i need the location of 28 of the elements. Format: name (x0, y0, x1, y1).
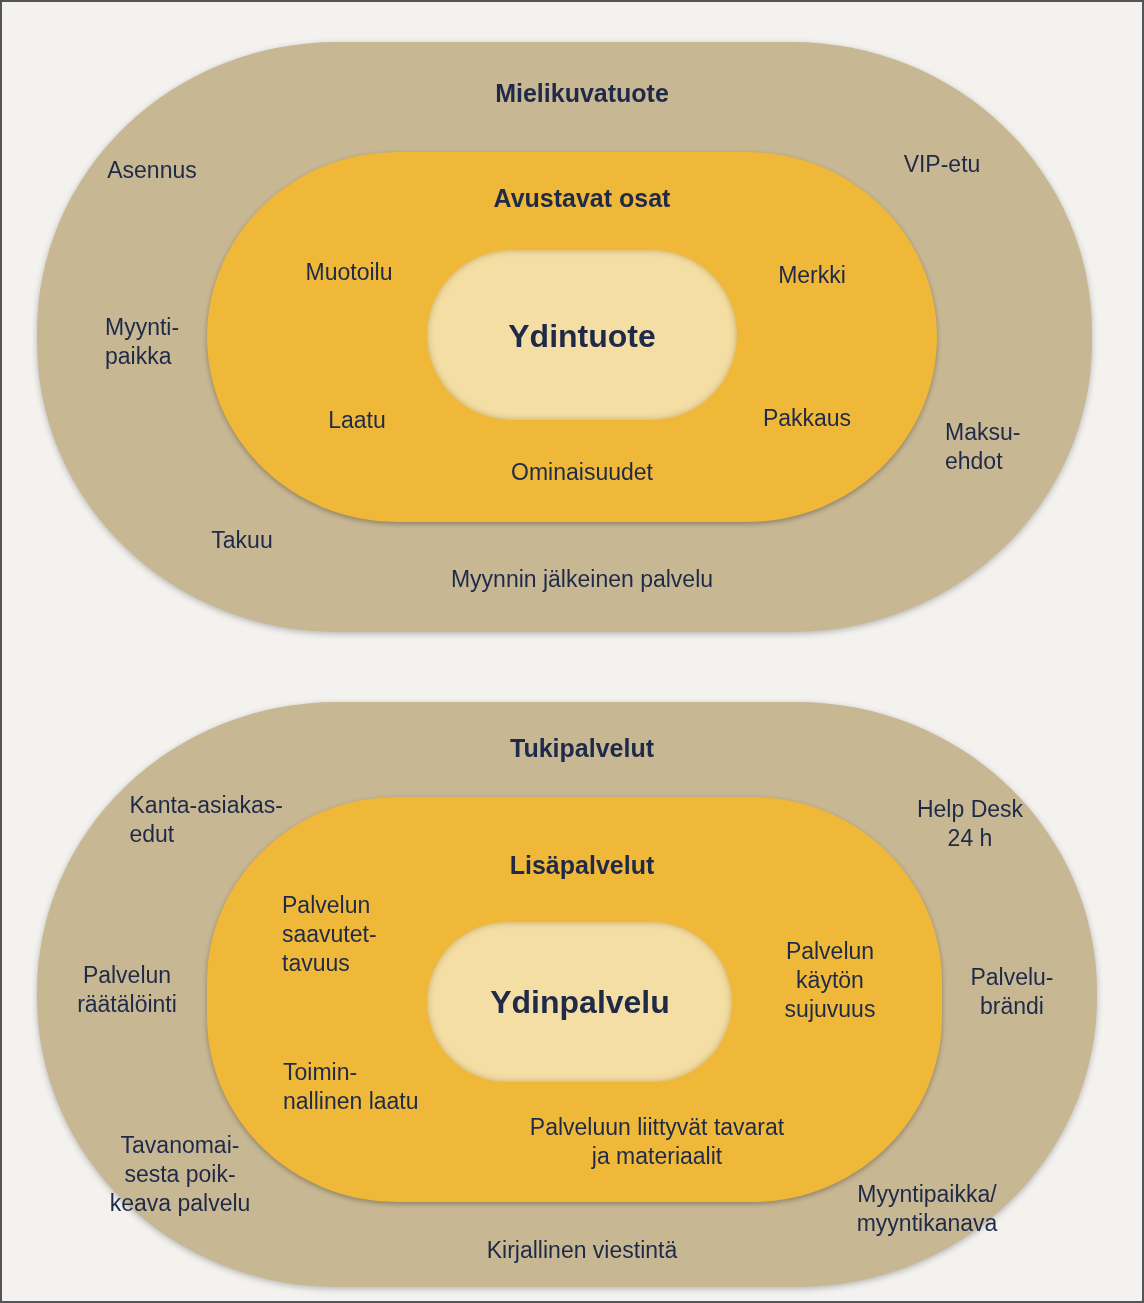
ring-label: Palvelu- brändi (969, 963, 1055, 1021)
ring-label: Kanta-asiakas- edut (129, 791, 284, 849)
ring-label: Help Desk 24 h (915, 795, 1025, 853)
ring-heading: Avustavat osat (492, 183, 672, 215)
ring-heading: Ydinpalvelu (489, 983, 671, 1022)
ring-label: Kirjallinen viestintä (485, 1235, 679, 1265)
ring-label: Palvelun saavutet- tavuus (282, 890, 378, 978)
ring-label: Asennus (106, 155, 198, 185)
ring-label: Muotoilu (304, 257, 394, 287)
ring-label: Myynnin jälkeinen palvelu (449, 564, 715, 594)
ring-label: Palvelun räätälöinti (76, 961, 178, 1019)
ring-label: Toimin- nallinen laatu (283, 1058, 420, 1116)
ring-label: Myynti- paikka (105, 313, 181, 371)
ring-label: Takuu (210, 525, 274, 555)
ring-label: Palvelun käytön sujuvuus (783, 936, 877, 1024)
ring-label: Pakkaus (761, 403, 853, 433)
ring-label: Ominaisuudet (510, 457, 654, 487)
ring-label: Palveluun liittyvät tavarat ja materiaalit (528, 1113, 786, 1171)
ring-label: Laatu (327, 405, 387, 435)
ring-label: Merkki (777, 260, 847, 290)
ring-heading: Tukipalvelut (509, 733, 655, 765)
ring-label: Tavanomai- sesta poik- keava palvelu (108, 1130, 252, 1218)
ring-heading: Ydintuote (507, 317, 657, 356)
ring-label: Myyntipaikka/ myyntikanava (855, 1180, 999, 1238)
ring-label: VIP-etu (902, 149, 982, 179)
ring-heading: Mielikuvatuote (494, 78, 670, 110)
ring-heading: Lisäpalvelut (508, 850, 656, 882)
ring-label: Maksu- ehdot (945, 418, 1022, 476)
